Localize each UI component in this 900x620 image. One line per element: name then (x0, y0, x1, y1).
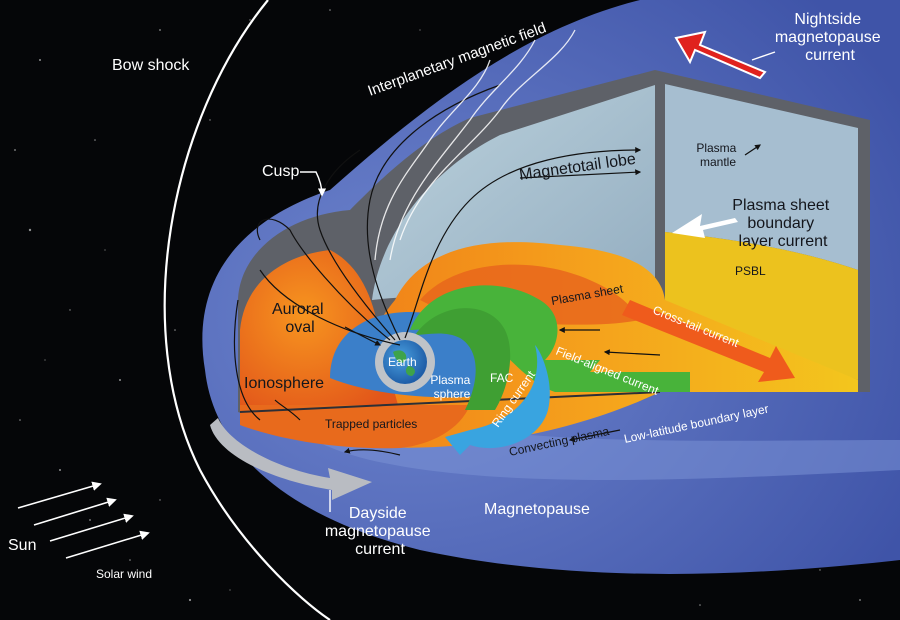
label-trapped-particles: Trapped particles (325, 417, 417, 431)
label-ionosphere: Ionosphere (244, 375, 324, 392)
label-dayside-line1: Dayside (349, 505, 407, 522)
solar-wind-arrows (17, 481, 150, 559)
label-nightside-line2: magnetopause (775, 29, 881, 46)
label-psbl-current: Plasma sheet boundary layer current (732, 197, 833, 250)
label-magnetopause: Magnetopause (484, 501, 590, 518)
psbl-current-arrow (672, 214, 738, 238)
earth-globe (383, 340, 427, 384)
label-bow-shock: Bow shock (112, 57, 190, 74)
label-nightside-current: Nightside magnetopause current (775, 11, 885, 64)
magnetic-field-lines (233, 84, 642, 421)
label-auroral-line1: Auroral (272, 301, 324, 318)
label-fac: FAC (490, 371, 514, 385)
label-cusp: Cusp (262, 163, 299, 180)
label-sun: Sun (8, 537, 36, 554)
convection-flow-lines (274, 327, 661, 456)
label-plasma-mantle-line2: mantle (700, 155, 736, 169)
label-plasma-mantle: Plasma mantle (696, 141, 739, 169)
label-dayside-line2: magnetopause (325, 523, 431, 540)
label-psbl: PSBL (735, 264, 766, 278)
nightside-current-arrow (674, 30, 767, 80)
label-plasma-sphere-line2: sphere (434, 387, 471, 401)
label-nightside-line1: Nightside (794, 11, 861, 28)
label-psbl-current-line3: layer current (739, 233, 828, 250)
label-auroral-oval: Auroral oval (272, 301, 328, 336)
interplanetary-field-lines (374, 29, 576, 261)
label-plasma-sphere: Plasma sphere (430, 373, 473, 401)
label-leaders-dark (344, 144, 761, 346)
label-plasma-sphere-line1: Plasma (430, 373, 470, 387)
label-dayside-current: Dayside magnetopause current (325, 505, 435, 558)
label-psbl-current-line2: boundary (747, 215, 814, 232)
label-leaders (300, 51, 776, 512)
label-auroral-line2: oval (285, 319, 314, 336)
psbl-band (665, 232, 858, 380)
cross-tail-current-arrow (622, 300, 795, 382)
trapped-particles-band (240, 405, 470, 449)
equatorial-plane-edge (239, 391, 661, 413)
starfield (14, 9, 861, 606)
label-nightside-line3: current (805, 47, 855, 64)
dayside-current-arrow (210, 418, 372, 500)
label-solar-wind: Solar wind (96, 567, 152, 581)
label-dayside-line3: current (355, 541, 405, 558)
label-earth: Earth (388, 355, 417, 369)
earth-continents (393, 350, 415, 376)
label-psbl-current-line1: Plasma sheet (732, 197, 829, 214)
label-plasma-mantle-line1: Plasma (696, 141, 736, 155)
bow-shock-curve (163, 0, 331, 620)
ring-current-band (445, 345, 550, 455)
field-aligned-current-loop-inner (415, 308, 511, 410)
